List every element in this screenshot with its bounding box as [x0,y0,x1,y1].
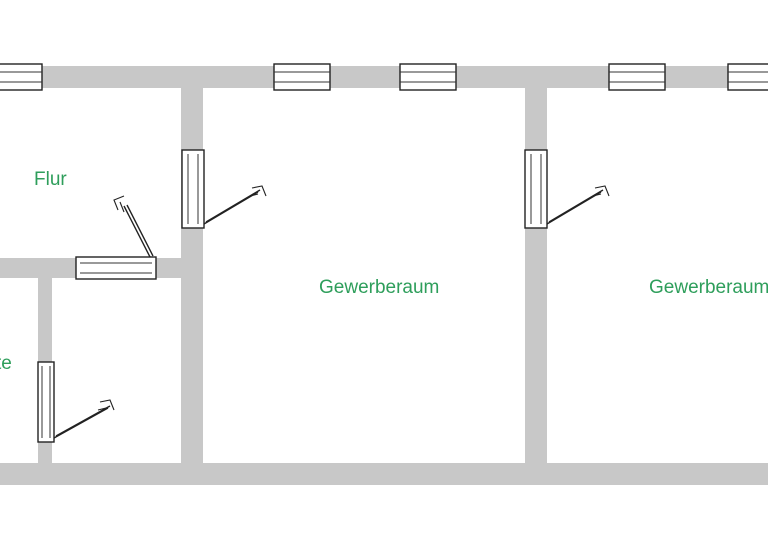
wall-gewerbe-gewerbe [525,66,547,485]
door-handle-icon [249,185,267,197]
window-2 [273,63,331,91]
windows [0,63,768,91]
door-handle-icon [592,185,610,197]
room-label-gewerberaum-1: Gewerberaum [319,277,439,298]
window-1 [0,63,43,91]
door-flur [75,195,157,280]
door-handle-icon [113,195,125,213]
door-gewerbe-2 [524,149,610,229]
window-3 [399,63,457,91]
door-handle-icon [97,399,115,411]
door-small-room [37,361,115,443]
wall-bottom [0,463,768,485]
room-label-gewerberaum-2: Gewerberaum [649,277,768,298]
doors [37,149,610,443]
room-label-flur: Flur [34,169,67,190]
room-label-partial: te [0,353,12,374]
door-gewerbe-1 [181,149,267,229]
window-4 [608,63,666,91]
room-labels: Flur Gewerberaum Gewerberaum te [0,169,768,374]
window-5 [727,63,768,91]
